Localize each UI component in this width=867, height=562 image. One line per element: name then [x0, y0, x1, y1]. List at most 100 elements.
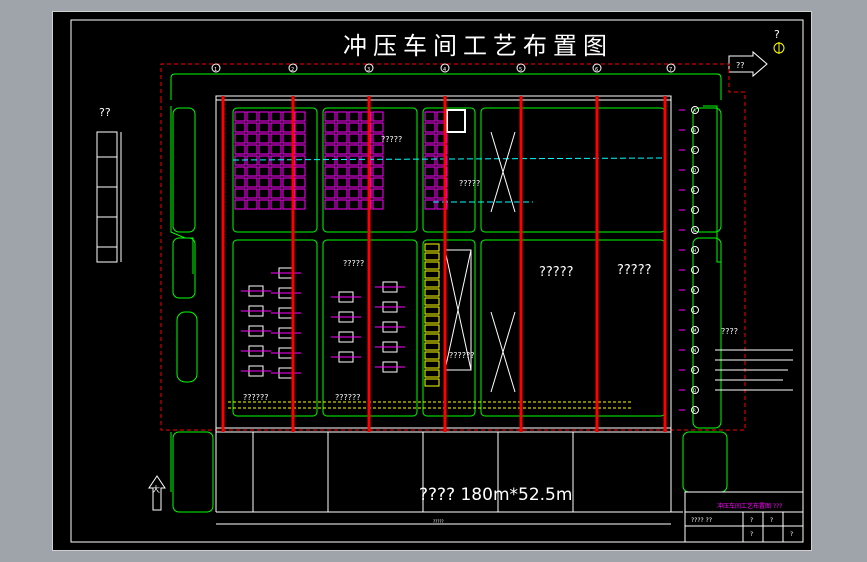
row-bubble-label: B — [693, 128, 696, 133]
die-rack-cell — [360, 144, 372, 155]
row-bubble: Q — [691, 386, 699, 394]
die-rack-cell — [246, 166, 258, 177]
site-boundary — [160, 63, 746, 431]
die-rack-cell — [258, 199, 270, 210]
column-grid-lines — [221, 96, 667, 432]
row-bubble: G — [691, 226, 699, 234]
row-bubble: J — [691, 266, 699, 274]
die-rack-cell — [234, 133, 246, 144]
die-rack-cell — [348, 133, 360, 144]
area-label-1: ????? — [539, 265, 574, 280]
die-rack-cell — [258, 144, 270, 155]
row-bubble-label: F — [693, 208, 696, 213]
rack-slot — [424, 315, 440, 324]
die-rack-cell — [372, 199, 384, 210]
row-bubble: N — [691, 346, 699, 354]
dim-small: ????? — [433, 519, 444, 524]
die-rack-cell — [360, 166, 372, 177]
die-rack-cell — [246, 122, 258, 133]
rack-slot — [424, 261, 440, 270]
entrance-bottom-icon — [148, 475, 166, 511]
die-rack-cell — [424, 122, 436, 133]
rack-slot — [424, 297, 440, 306]
die-rack-cell — [294, 133, 306, 144]
die-rack-cell — [372, 144, 384, 155]
die-rack-cell — [348, 111, 360, 122]
die-rack-cell — [258, 177, 270, 188]
die-rack-cell — [270, 188, 282, 199]
row-bubble-label: K — [693, 288, 696, 293]
row-bubble-label: P — [693, 368, 696, 373]
die-rack-cell — [234, 111, 246, 122]
row-bubble-label: R — [693, 408, 696, 413]
die-rack-cell — [424, 155, 436, 166]
row-bubble-label: D — [693, 168, 696, 173]
row-bubble: F — [691, 206, 699, 214]
die-rack-cell — [246, 199, 258, 210]
die-rack-cell — [324, 111, 336, 122]
die-rack-cell — [348, 155, 360, 166]
die-rack-cell — [234, 199, 246, 210]
die-rack-cell — [294, 144, 306, 155]
rack-slot — [424, 324, 440, 333]
die-rack-cell — [360, 111, 372, 122]
area-label-4: ????? — [459, 179, 480, 188]
crane-rails — [232, 157, 666, 203]
die-rack-cell — [258, 166, 270, 177]
column-bubble: 7 — [666, 63, 676, 73]
die-rack-cell — [424, 199, 436, 210]
column-bubble-label: 3 — [367, 67, 370, 73]
die-rack-cell — [270, 199, 282, 210]
row-bubble-label: H — [693, 248, 696, 253]
row-bubble-label: E — [693, 188, 696, 193]
cad-drawing-canvas: 冲压车间工艺布置图 ? ?? — [70, 19, 804, 543]
die-rack-cell — [424, 188, 436, 199]
die-rack-cell — [336, 199, 348, 210]
row-bubble-label: L — [693, 308, 696, 313]
die-rack-cell — [258, 133, 270, 144]
area-label-3: ????? — [381, 135, 402, 144]
column-bubble-label: 7 — [669, 67, 672, 73]
row-bubble-label: M — [693, 328, 697, 333]
die-rack-cell — [294, 188, 306, 199]
die-rack-cell — [424, 166, 436, 177]
rack-slot — [424, 378, 440, 387]
column-bubble-label: 6 — [595, 67, 598, 73]
die-rack-cell — [270, 133, 282, 144]
die-rack-cell — [436, 144, 448, 155]
rack-slot — [424, 306, 440, 315]
bay-label-1: ?????? — [243, 393, 268, 402]
row-bubble: M — [691, 326, 699, 334]
column-bubble: 3 — [364, 63, 374, 73]
title-block-header: 冲压车间工艺布置图 ??? — [717, 502, 782, 510]
die-rack-cell — [270, 166, 282, 177]
die-rack-cell — [324, 144, 336, 155]
row-bubble: D — [691, 166, 699, 174]
die-rack-cell — [436, 188, 448, 199]
die-rack-cell — [246, 133, 258, 144]
die-rack-cell — [360, 155, 372, 166]
die-rack-cell — [234, 166, 246, 177]
rack-slot — [424, 342, 440, 351]
die-rack-cell — [270, 155, 282, 166]
column-bubble-label: 2 — [291, 67, 294, 73]
die-rack-cell — [246, 188, 258, 199]
title-block-cell-3: ? — [750, 531, 753, 538]
stamping-die-rack-grid — [234, 111, 448, 210]
die-rack-cell — [336, 122, 348, 133]
title-block-cell-2: ? — [770, 517, 773, 524]
die-rack-cell — [234, 144, 246, 155]
die-rack-cell — [234, 155, 246, 166]
rack-slot — [424, 252, 440, 261]
die-rack-cell — [348, 177, 360, 188]
die-rack-cell — [372, 166, 384, 177]
die-rack-cell — [336, 177, 348, 188]
row-bubble-label: N — [693, 348, 696, 353]
drawing-title: 冲压车间工艺布置图 — [343, 32, 613, 60]
drawing-frame: 冲压车间工艺布置图 ? ?? — [52, 11, 812, 551]
row-bubble-label: A — [693, 108, 696, 113]
column-bubble: 1 — [211, 63, 221, 73]
rack-slot — [424, 270, 440, 279]
row-bubble: E — [691, 186, 699, 194]
